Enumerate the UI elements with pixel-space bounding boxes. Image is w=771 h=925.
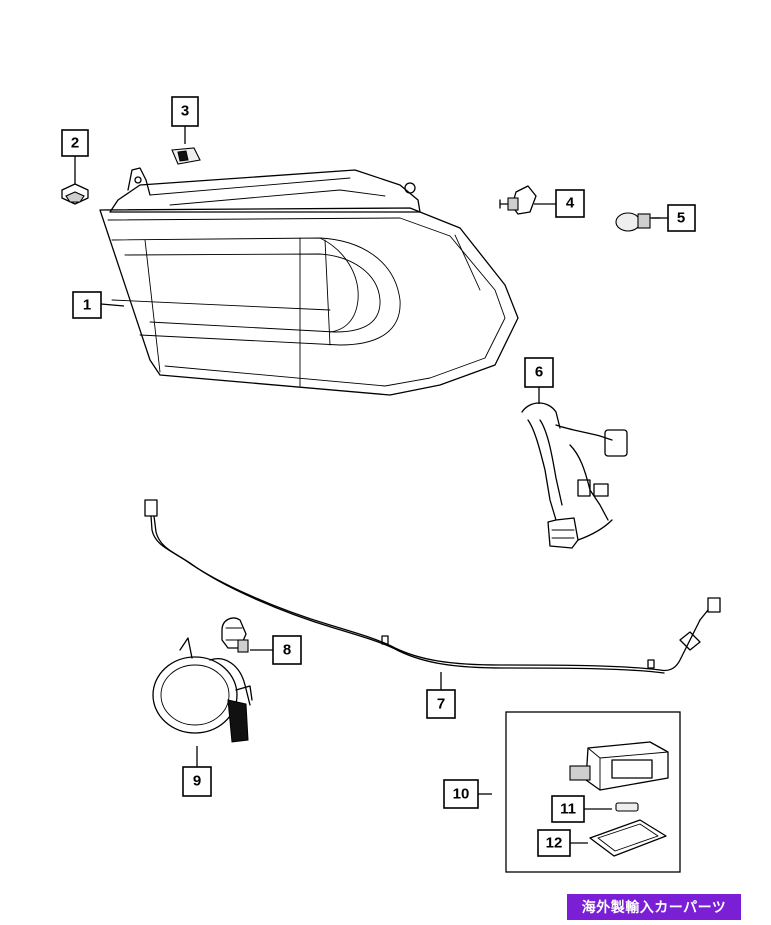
callout-label-5: 5 bbox=[677, 210, 685, 227]
kit-box bbox=[505, 711, 681, 873]
callout-11: 11 bbox=[551, 795, 585, 823]
callout-5: 5 bbox=[667, 204, 696, 232]
fuse-drawing bbox=[615, 802, 639, 812]
callout-label-3: 3 bbox=[181, 103, 189, 120]
callout-6: 6 bbox=[524, 357, 554, 388]
callout-9: 9 bbox=[182, 766, 212, 797]
fog-bulb-drawing bbox=[221, 617, 249, 653]
callout-label-11: 11 bbox=[560, 801, 576, 818]
fog-lamp-drawing bbox=[152, 637, 253, 743]
gasket-drawing bbox=[589, 819, 667, 857]
callout-label-7: 7 bbox=[437, 696, 445, 713]
callout-12: 12 bbox=[537, 829, 571, 857]
callout-8: 8 bbox=[272, 635, 302, 665]
callout-1: 1 bbox=[72, 291, 102, 319]
clip-part-drawing bbox=[61, 175, 89, 205]
callout-10: 10 bbox=[443, 779, 479, 809]
callout-label-12: 12 bbox=[546, 835, 563, 852]
callout-label-6: 6 bbox=[535, 364, 543, 381]
fog-harness-drawing bbox=[144, 499, 721, 674]
callout-label-4: 4 bbox=[566, 195, 575, 212]
ballast-module-drawing bbox=[569, 741, 669, 791]
retainer-part-drawing bbox=[171, 147, 201, 165]
callout-3: 3 bbox=[171, 96, 199, 127]
headlamp-bulb-drawing bbox=[499, 185, 537, 215]
watermark-banner: 海外製輸入カーパーツ bbox=[567, 894, 741, 920]
callout-4: 4 bbox=[555, 189, 585, 218]
callout-label-10: 10 bbox=[453, 786, 470, 803]
callout-label-8: 8 bbox=[283, 642, 291, 659]
lamp-harness-drawing bbox=[521, 402, 628, 549]
callout-label-1: 1 bbox=[83, 297, 91, 314]
watermark-text: 海外製輸入カーパーツ bbox=[581, 900, 727, 916]
marker-bulb-drawing bbox=[615, 212, 661, 232]
callout-label-9: 9 bbox=[193, 773, 201, 790]
headlamp-assembly-drawing bbox=[99, 167, 519, 396]
leader-lines bbox=[74, 126, 668, 844]
callout-7: 7 bbox=[426, 689, 456, 719]
callout-2: 2 bbox=[61, 129, 89, 157]
callout-label-2: 2 bbox=[71, 135, 79, 152]
